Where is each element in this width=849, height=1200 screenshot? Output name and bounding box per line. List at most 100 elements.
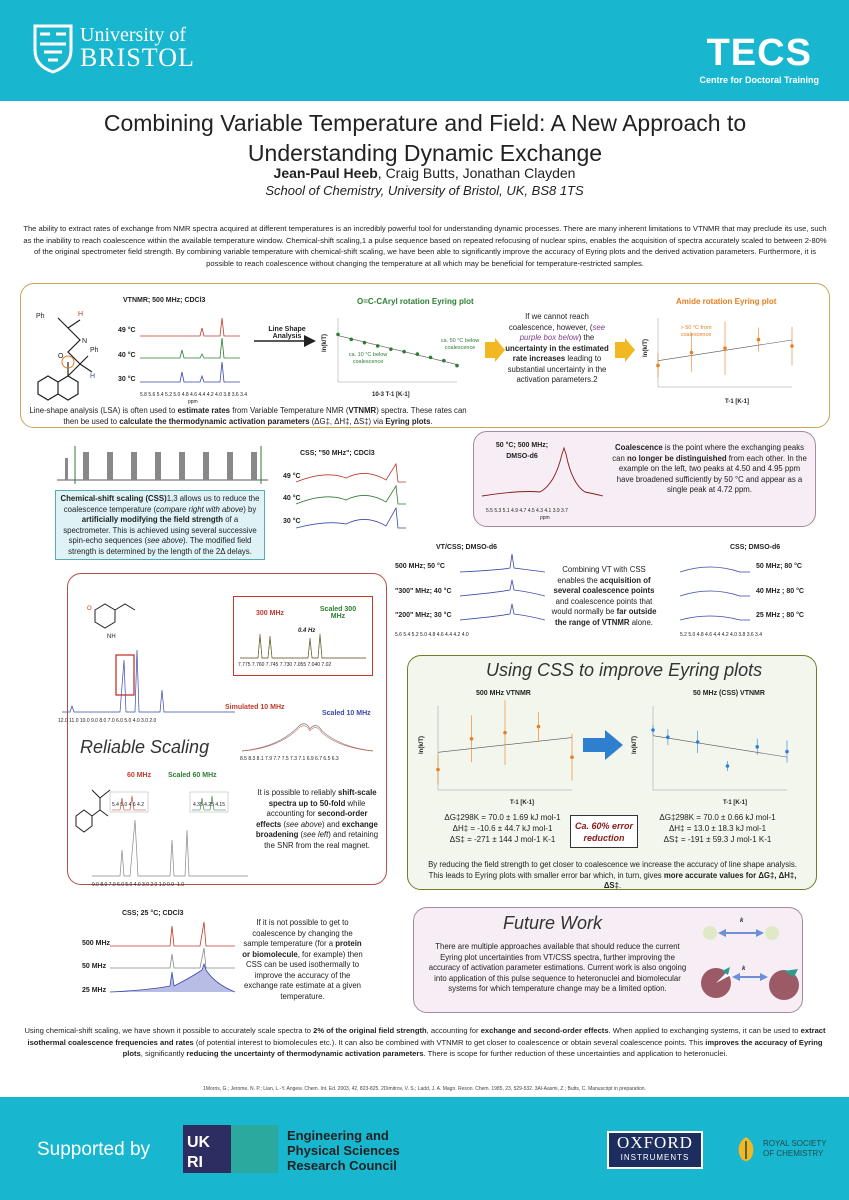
temp-40: 40 °C	[118, 352, 136, 359]
reliable-scaling-panel	[67, 573, 387, 885]
vtnmr-spectra	[140, 317, 240, 383]
future-diagram	[701, 926, 799, 1000]
vtcss-text: Combining VT with CSS enables the acquis…	[551, 565, 657, 627]
trend-line	[337, 335, 458, 365]
css-dmso-row-1: 50 MHz; 80 °C	[756, 563, 802, 570]
plot-axis	[437, 706, 572, 791]
gold-arrow-left-icon	[485, 338, 505, 362]
css-eyring-left-plot	[436, 700, 574, 791]
reliable-main-axis: 12.0 11.0 10.0 9.0 8.0 7.0 6.0 5.0 4.0 3…	[58, 718, 157, 724]
data-point	[725, 764, 730, 768]
trend-line	[652, 735, 788, 758]
data-point	[656, 363, 660, 368]
svg-text:RI: RI	[187, 1154, 203, 1171]
coalescence-axis: 5.5 5.3 5.1 4.9 4.7 4.5 4.3 4.1 3.9 3.7	[486, 508, 569, 514]
temp-30: 30 °C	[118, 376, 136, 383]
axis60b: 4.35 4.25 4.15	[193, 802, 225, 808]
css-eyring-title: Using CSS to improve Eyring plots	[486, 660, 763, 680]
scaled10-label: Scaled 10 MHz	[322, 710, 371, 717]
svg-text:H: H	[78, 311, 83, 318]
svg-text:UK: UK	[187, 1134, 211, 1151]
plot-axis	[337, 318, 457, 383]
ukri-logo-icon: UK RI	[183, 1125, 278, 1173]
css50-spectra	[296, 462, 406, 529]
css25-row-2: 50 MHz	[82, 963, 107, 970]
label-300mhz: 300 MHz	[256, 610, 285, 617]
css-dmso-row-2: 40 MHz ; 80 °C	[756, 588, 804, 595]
css50-label: CSS; "50 MHz"; CDCl3	[300, 450, 375, 457]
lsa-text: Line-shape analysis (LSA) is often used …	[29, 406, 467, 426]
data-point	[785, 749, 789, 754]
data-point	[415, 352, 420, 356]
data-point	[336, 332, 340, 337]
pulse-sequence-diagram	[57, 446, 268, 484]
css25-spectra	[110, 921, 235, 993]
vtcss-row-3: "200" MHz; 30 °C	[395, 612, 452, 619]
data-point	[695, 740, 700, 744]
future-work-panel	[413, 907, 803, 1013]
sim10-label: Simulated 10 MHz	[225, 704, 285, 711]
data-point	[455, 363, 459, 368]
data-point	[436, 767, 440, 772]
eyring1-note-high: ca. 50 °C below coalescence	[440, 338, 480, 351]
data-point	[790, 344, 794, 348]
hz-label: 0.4 Hz	[298, 628, 316, 634]
eyring1-plot	[336, 318, 459, 383]
uob-line1: University of	[80, 24, 187, 46]
label-scaled60: Scaled 60 MHz	[168, 772, 217, 779]
css25-text: If it is not possible to get to coalesce…	[242, 918, 363, 1001]
reliable-text: It is possible to reliably shift-scale s…	[255, 788, 379, 850]
css25-row-1: 500 MHz	[82, 940, 111, 947]
css50-temp-30: 30 °C	[283, 518, 301, 525]
vtnmr-ppm: ppm	[188, 399, 198, 405]
spectrum-60mhz	[92, 791, 248, 877]
poster-title: Combining Variable Temperature and Field…	[103, 110, 747, 166]
plot-axis	[657, 318, 792, 388]
data-point	[389, 347, 393, 351]
vtcss-label: VT/CSS; DMSO-d6	[436, 544, 498, 551]
data-point	[428, 355, 433, 360]
data-point	[469, 736, 474, 741]
molecule-2-icon: O NH	[87, 603, 136, 640]
svg-text:O: O	[87, 606, 92, 612]
coalescence-label: 50 °C; 500 MHz; DMSO-d6	[495, 442, 549, 460]
label-60mhz: 60 MHz	[127, 772, 152, 779]
data-point	[536, 724, 541, 729]
right-ylabel: ln(k/T)	[632, 736, 638, 754]
data-point	[375, 344, 380, 348]
eyring2-note: > 50 °C from coalescence	[680, 325, 712, 338]
axis10: 8.5 8.3 8.1 7.9 7.7 7.5 7.3 7.1 6.9 6.7 …	[240, 756, 339, 762]
temp-49: 49 °C	[118, 327, 136, 334]
svg-text:H: H	[90, 373, 95, 380]
svg-text:O: O	[58, 353, 64, 360]
css-dmso-axis: 5.2 5.0 4.8 4.6 4.4 4.2 4.0 3.8 3.6 3.4	[680, 632, 763, 638]
svg-text:Ph: Ph	[90, 347, 99, 354]
reliable-main-spectrum	[62, 649, 235, 713]
css50-temp-49: 49 °C	[283, 473, 301, 480]
co-authors: , Craig Butts, Jonathan Clayden	[377, 165, 576, 181]
coalescence-text: Coalescence is the point where the excha…	[612, 443, 807, 494]
data-point	[651, 728, 655, 732]
coalescence-ppm: ppm	[540, 515, 550, 521]
css-dmso-spectra	[680, 566, 750, 621]
vtcss-axis: 5.6 5.4 5.2 5.0 4.8 4.6 4.4 4.2 4.0	[395, 632, 469, 638]
zoom-axis: 7.775 7.760 7.745 7.730 7.055 7.040 7.02	[238, 662, 332, 668]
oxford-instruments-logo: OXFORD INSTRUMENTS	[607, 1131, 703, 1169]
data-point	[402, 349, 406, 354]
vtcss-row-1: 500 MHz; 50 °C	[395, 563, 445, 570]
right-plot-title: 50 MHz (CSS) VTNMR	[693, 690, 765, 697]
css50-temp-40: 40 °C	[283, 495, 301, 502]
intro-paragraph: The ability to extract rates of exchange…	[23, 224, 827, 268]
vtnmr-axis: 5.8 5.6 5.4 5.2 5.0 4.8 4.6 4.4 4.2 4.0 …	[140, 392, 248, 398]
data-point	[362, 340, 367, 345]
spectrum-10mhz	[241, 723, 374, 752]
rsc-crest-icon	[738, 1137, 754, 1161]
conclusion: Using chemical-shift scaling, we have sh…	[24, 1026, 826, 1059]
error-reduction-box: Ca. 60% error reduction	[570, 815, 638, 848]
eyring1-ylabel: ln(k/T)	[322, 334, 328, 352]
vtcss-spectra	[460, 553, 545, 621]
css-info-box: Chemical-shift scaling (CSS)1,3 allows u…	[55, 490, 265, 560]
svg-text:N: N	[82, 338, 87, 345]
